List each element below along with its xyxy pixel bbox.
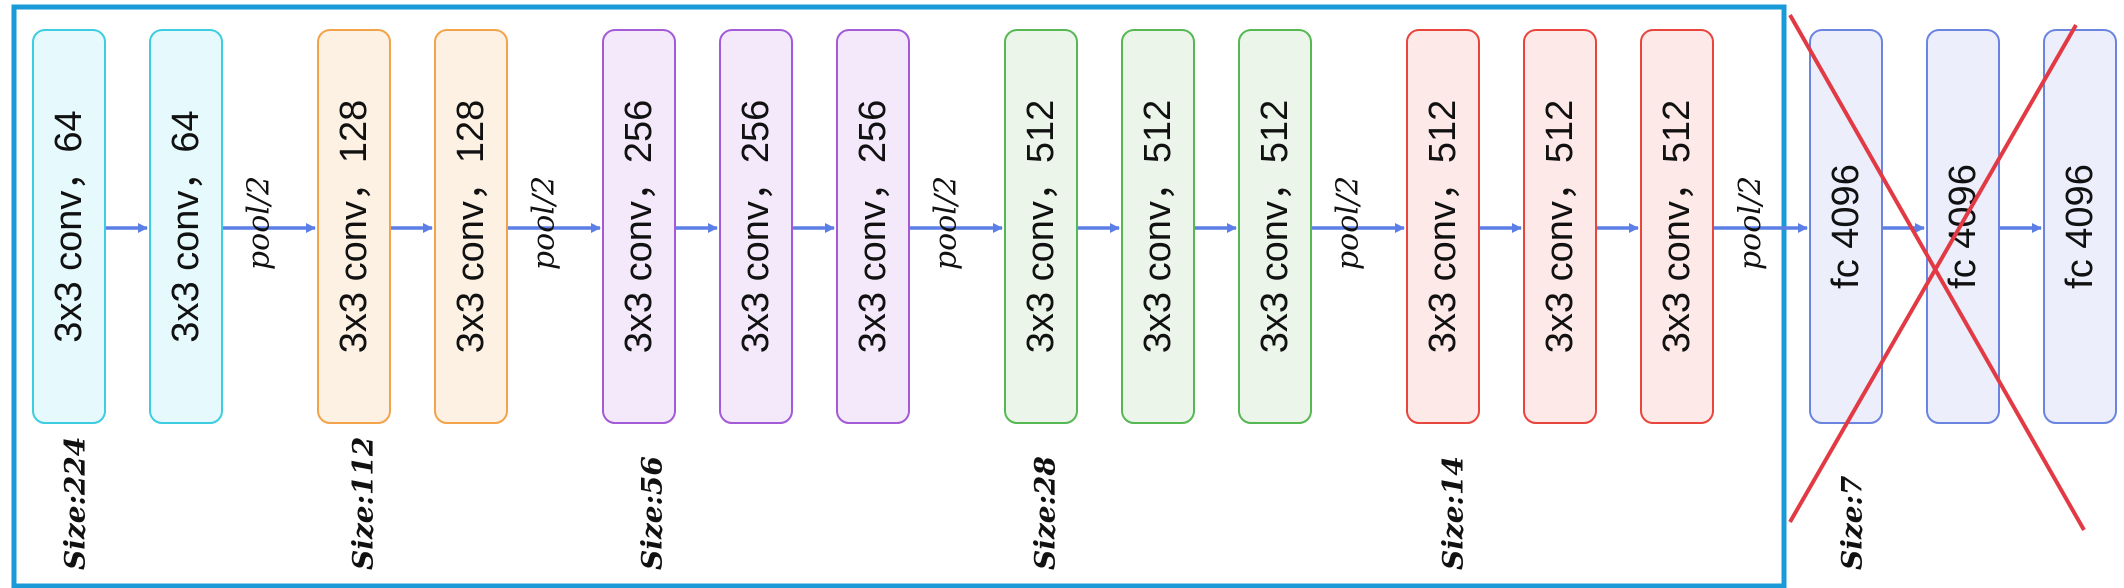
layer-label: 3x3 conv，256 [618, 100, 660, 354]
layer-label: fc 4096 [1942, 164, 1984, 289]
layer-box [1004, 29, 1078, 424]
layer-block: fc 4096 [1926, 29, 2000, 424]
layer-block: 3x3 conv，512 [1406, 29, 1480, 424]
layer-label: 3x3 conv，512 [1254, 100, 1296, 354]
layer-block: 3x3 conv，512 [1640, 29, 1714, 424]
layer-block: 3x3 conv，128 [434, 29, 508, 424]
layer-label: fc 4096 [2059, 164, 2101, 289]
layer-block: 3x3 conv，128 [317, 29, 391, 424]
layer-box [602, 29, 676, 424]
pool-label: pool/2 [242, 176, 277, 270]
size-label: Size:7 [1836, 475, 1869, 570]
layer-box [836, 29, 910, 424]
layer-label: 3x3 conv，128 [333, 100, 375, 354]
layer-box [1121, 29, 1195, 424]
layer-block: fc 4096 [2043, 29, 2117, 424]
cross-stroke [1788, 24, 2078, 523]
pool-label: pool/2 [1733, 176, 1768, 270]
layer-box [1926, 29, 2000, 424]
layer-block: 3x3 conv，512 [1523, 29, 1597, 424]
pool-label: pool/2 [1331, 176, 1366, 270]
layer-block: 3x3 conv，512 [1238, 29, 1312, 424]
layer-label: 3x3 conv，512 [1422, 100, 1464, 354]
layer-label: 3x3 conv，512 [1656, 100, 1698, 354]
layer-label: 3x3 conv，256 [735, 100, 777, 354]
layer-block: fc 4096 [1809, 29, 1883, 424]
layer-label: 3x3 conv，256 [852, 100, 894, 354]
layer-block: 3x3 conv，256 [836, 29, 910, 424]
layer-block: 3x3 conv，64 [32, 29, 106, 424]
size-label: Size:14 [1437, 456, 1470, 570]
layer-box [719, 29, 793, 424]
layer-box [434, 29, 508, 424]
layer-box [2043, 29, 2117, 424]
pool-label: pool/2 [527, 176, 562, 270]
removed-fc-cross [1788, 14, 2086, 531]
layer-box [1523, 29, 1597, 424]
size-label: Size:56 [636, 456, 669, 570]
layer-label: 3x3 conv，512 [1020, 100, 1062, 354]
layer-block: 3x3 conv，256 [719, 29, 793, 424]
size-label: Size:224 [59, 437, 92, 570]
pool-label: pool/2 [929, 176, 964, 270]
layer-box [317, 29, 391, 424]
layer-box [1640, 29, 1714, 424]
layer-block: 3x3 conv，256 [602, 29, 676, 424]
layer-box [1406, 29, 1480, 424]
layer-label: 3x3 conv，64 [48, 110, 90, 342]
layer-label: fc 4096 [1825, 164, 1867, 289]
layer-label: 3x3 conv，512 [1137, 100, 1179, 354]
size-label: Size:28 [1029, 456, 1062, 570]
layer-block: 3x3 conv，512 [1004, 29, 1078, 424]
cross-stroke [1788, 14, 2086, 531]
layer-box [149, 29, 223, 424]
layer-block: 3x3 conv，512 [1121, 29, 1195, 424]
layer-box [32, 29, 106, 424]
layer-label: 3x3 conv，512 [1539, 100, 1581, 354]
layer-label: 3x3 conv，64 [165, 110, 207, 342]
layer-box [1238, 29, 1312, 424]
conv-section-frame [11, 4, 1787, 588]
layer-label: 3x3 conv，128 [450, 100, 492, 354]
size-label: Size:112 [347, 437, 380, 570]
layer-block: 3x3 conv，64 [149, 29, 223, 424]
